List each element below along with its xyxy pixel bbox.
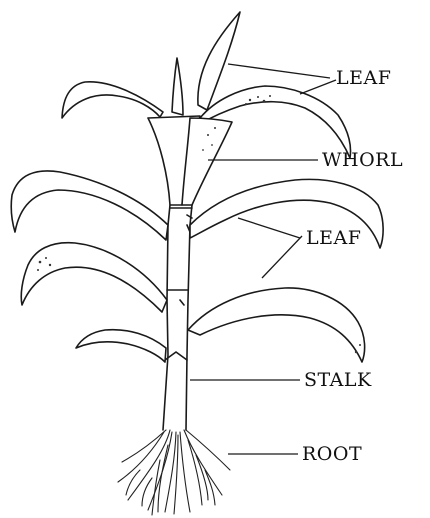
whorl-sheath bbox=[182, 118, 232, 205]
label-leaf-middle: LEAF bbox=[306, 227, 361, 249]
label-whorl: WHORL bbox=[322, 149, 403, 171]
leaf-lower-left bbox=[21, 243, 167, 312]
leaf-lowest-left bbox=[76, 330, 166, 362]
corn-plant-illustration bbox=[11, 12, 383, 515]
labels: LEAF WHORL LEAF STALK ROOT bbox=[302, 67, 403, 465]
roots bbox=[118, 430, 230, 515]
label-leaf-top: LEAF bbox=[336, 67, 391, 89]
leader-leaf-top-b bbox=[300, 80, 336, 94]
leader-leaf-middle-b bbox=[262, 236, 302, 278]
stalk bbox=[163, 205, 192, 430]
leaf-top-spike bbox=[172, 58, 183, 115]
leaf-upper-left bbox=[62, 82, 163, 118]
label-stalk: STALK bbox=[304, 369, 372, 391]
leaf-middle-left bbox=[11, 171, 168, 240]
leader-leaf-top-a bbox=[228, 64, 330, 78]
leaf-lower-right bbox=[188, 288, 365, 362]
leader-leaf-middle-a bbox=[238, 218, 300, 238]
label-root: ROOT bbox=[302, 443, 362, 465]
